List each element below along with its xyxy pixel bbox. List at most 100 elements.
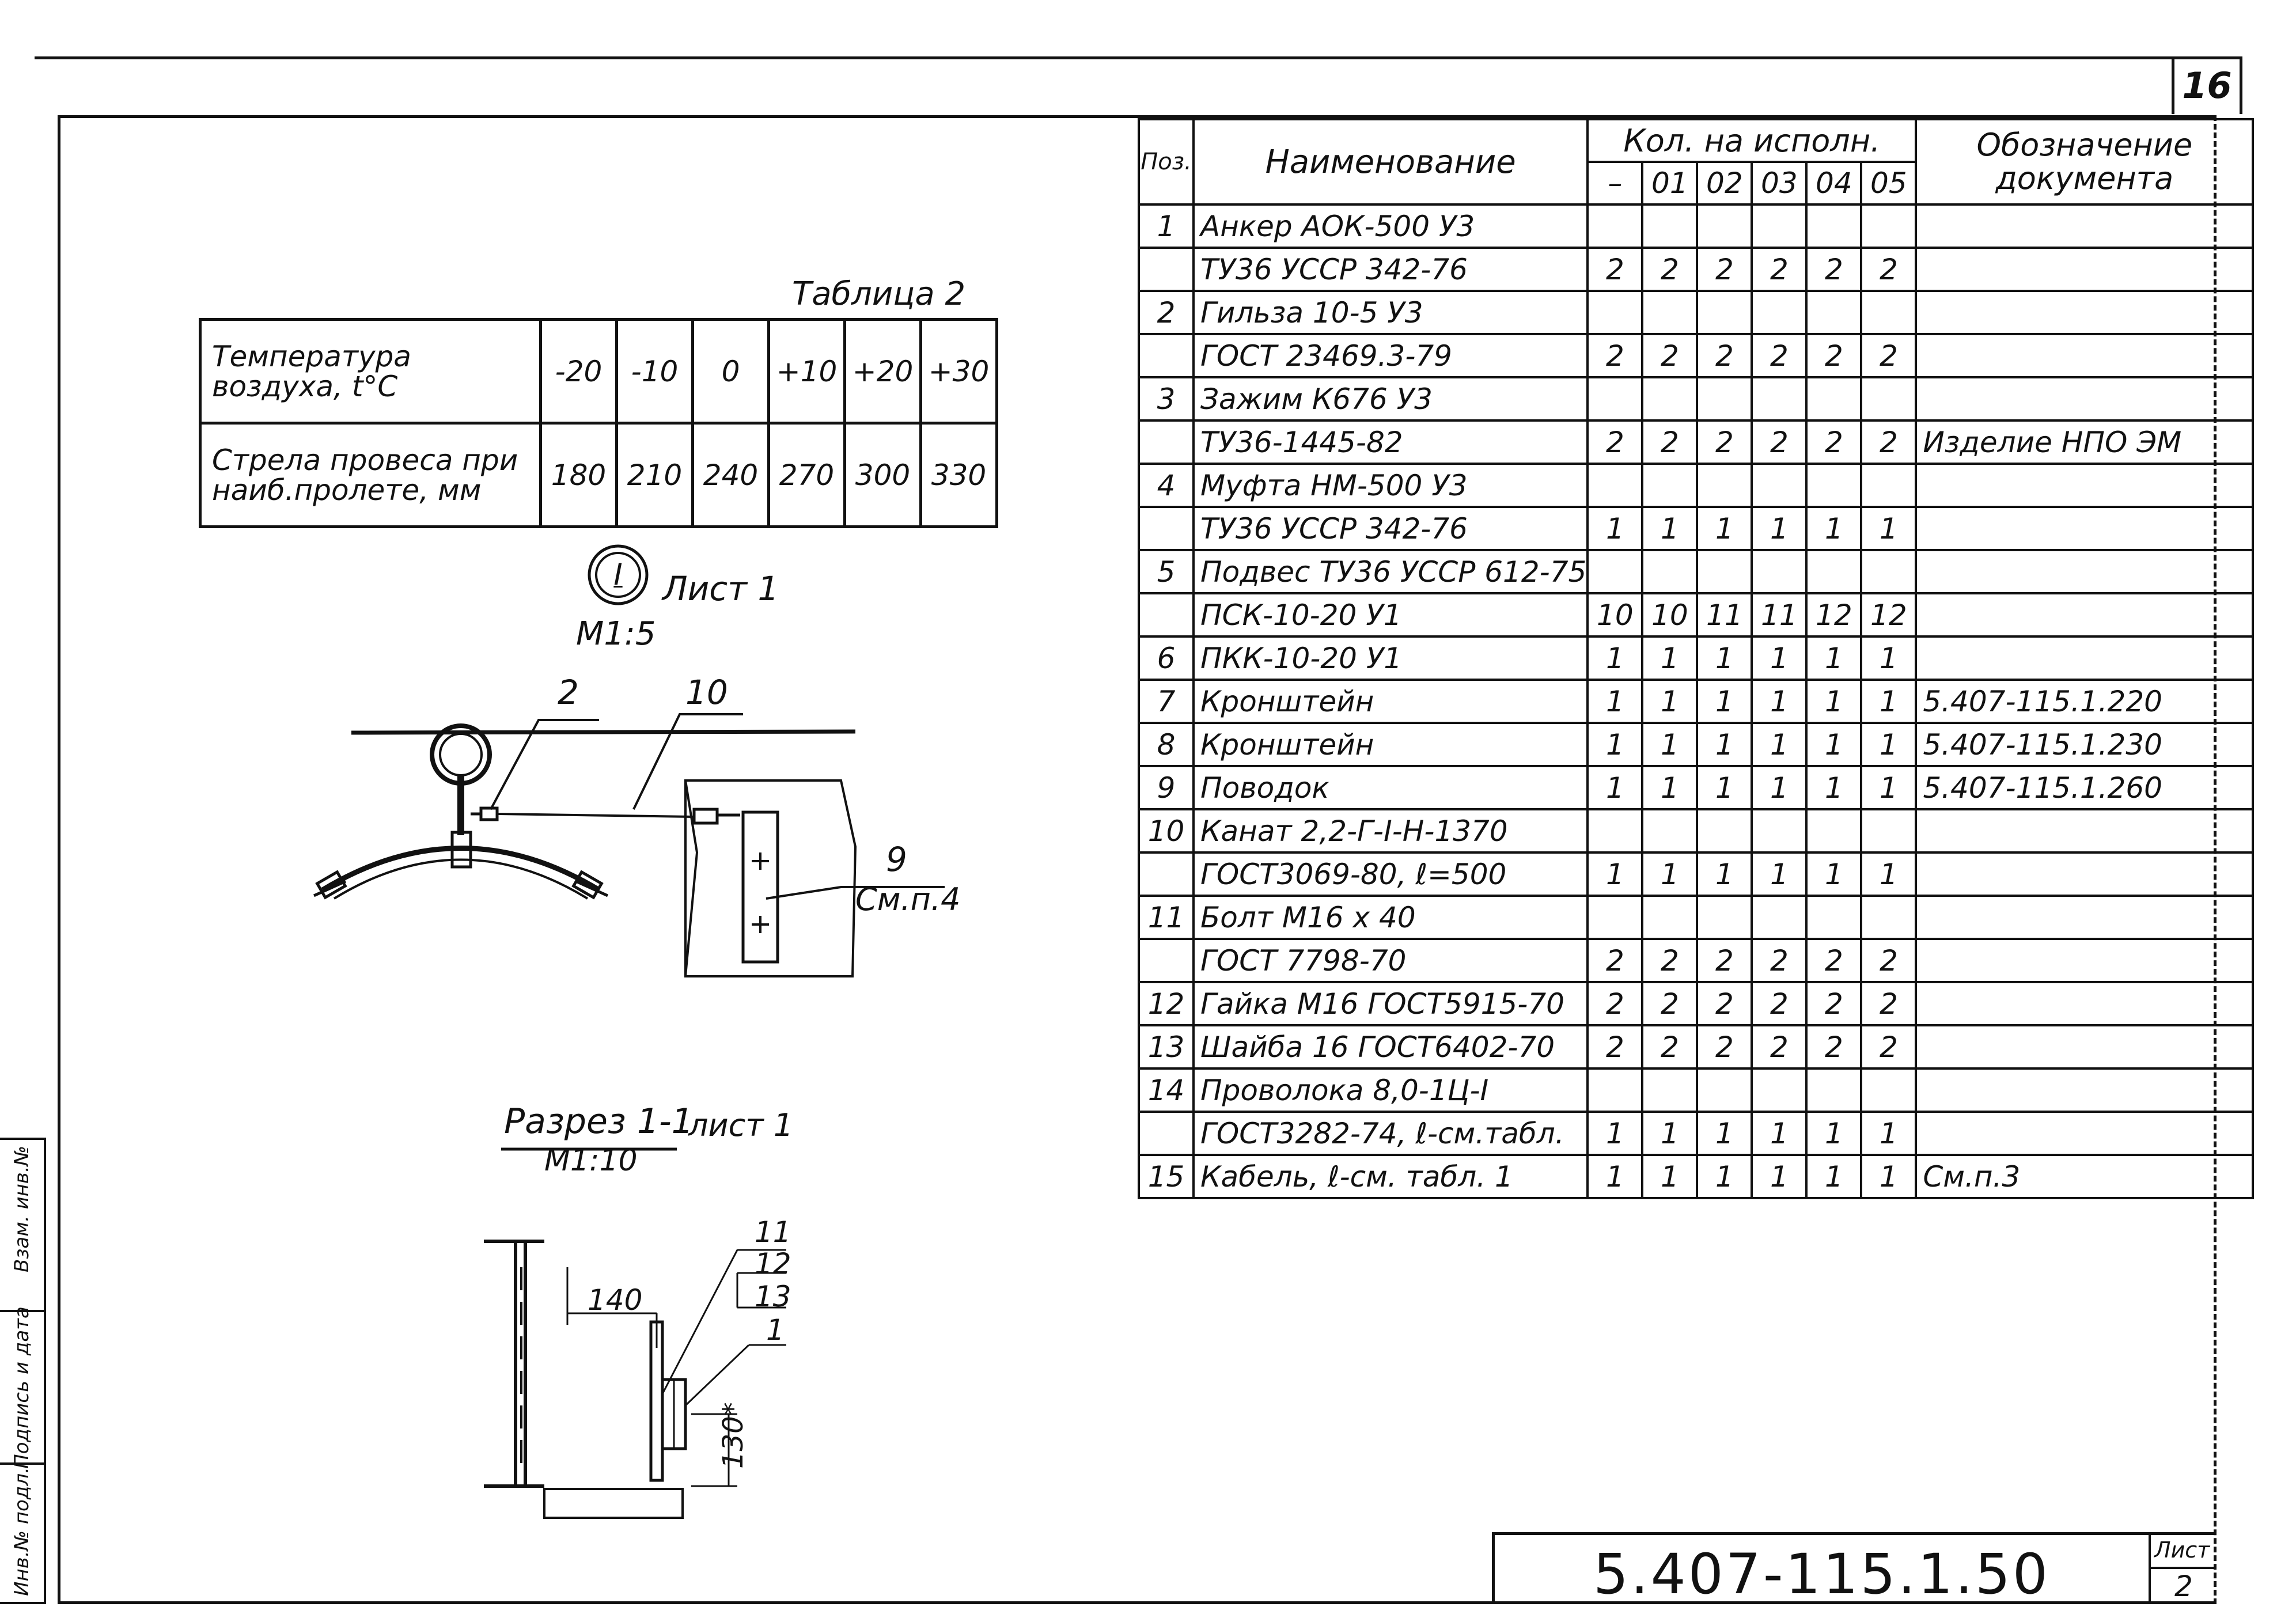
spec-name: Анкер АОК-500 У3 (1192, 203, 1589, 249)
spec-qty (1586, 549, 1644, 594)
spec-doc (1915, 333, 2255, 378)
spec-qty (1641, 808, 1699, 854)
spec-qty: 2 (1641, 981, 1699, 1026)
spec-qty (1751, 549, 1808, 594)
spec-qty: 2 (1696, 1024, 1753, 1070)
spec-pos: 7 (1138, 679, 1195, 724)
spec-doc: 5.407-115.1.220 (1915, 679, 2255, 724)
table2-cell: 180 (539, 422, 618, 528)
variant-header: 02 (1696, 161, 1753, 206)
view-marker-outer-circle (588, 544, 649, 605)
spec-qty: 1 (1586, 851, 1644, 897)
callout-9-note: См.п.4 (855, 881, 961, 918)
spec-doc (1915, 808, 2255, 854)
spec-name: ГОСТ3282-74, ℓ-см.табл. (1192, 1111, 1589, 1156)
table2-cell: 330 (919, 422, 998, 528)
leader-1 (684, 1344, 750, 1407)
spec-qty: 10 (1641, 592, 1699, 638)
spec-name: ТУ36-1445-82 (1192, 419, 1589, 465)
top-rule (35, 56, 2241, 59)
section-base (543, 1488, 684, 1519)
spec-qty (1586, 808, 1644, 854)
callout-9: 9 (886, 840, 907, 879)
spec-qty: 1 (1751, 679, 1808, 724)
spec-qty: 2 (1586, 333, 1644, 378)
spec-qty: 1 (1860, 1111, 1918, 1156)
spec-qty: 2 (1805, 419, 1863, 465)
spec-qty: 1 (1805, 1154, 1863, 1199)
spec-qty: 2 (1696, 419, 1753, 465)
table2-caption: Таблица 2 (792, 275, 966, 313)
spec-pos: 12 (1138, 981, 1195, 1026)
spec-qty: 1 (1696, 1111, 1753, 1156)
spec-qty: 2 (1805, 333, 1863, 378)
section-scale: М1:10 (544, 1143, 638, 1178)
table2: Температура воздуха, t°C -20 -10 0 +10 +… (199, 318, 998, 528)
spec-qty: 12 (1805, 592, 1863, 638)
sheet-label: Лист (2154, 1537, 2210, 1563)
spec-doc (1915, 506, 2255, 551)
table2-row1-header: Температура воздуха, t°C (199, 318, 542, 425)
spec-qty: 1 (1586, 1111, 1644, 1156)
table2-cell: 300 (843, 422, 922, 528)
dim-130: 130* (717, 1402, 749, 1469)
spec-name: ГОСТ3069-80, ℓ=500 (1192, 851, 1589, 897)
spec-qty: 1 (1586, 635, 1644, 681)
spec-qty (1696, 203, 1753, 249)
spec-qty: 2 (1696, 981, 1753, 1026)
spec-doc (1915, 592, 2255, 638)
spec-name: ПСК-10-20 У1 (1192, 592, 1589, 638)
messenger-wire (351, 729, 856, 735)
spec-qty (1586, 463, 1644, 508)
spec-qty: 2 (1641, 938, 1699, 983)
spec-qty (1696, 376, 1753, 422)
spec-qty: 2 (1860, 419, 1918, 465)
sheet-number: 16 (2182, 65, 2232, 107)
spec-qty: 1 (1696, 722, 1753, 767)
table2-cell: 270 (767, 422, 846, 528)
spec-pos (1138, 419, 1195, 465)
spec-doc (1915, 851, 2255, 897)
spec-qty (1805, 290, 1863, 335)
spec-qty (1805, 203, 1863, 249)
header-name: Наименование (1192, 118, 1589, 206)
variant-header: 05 (1860, 161, 1918, 206)
spec-qty: 1 (1751, 851, 1808, 897)
specification-table: Поз. Наименование Кол. на исполн. Обозна… (1138, 118, 2255, 1199)
spec-qty: 2 (1696, 333, 1753, 378)
spec-pos (1138, 247, 1195, 292)
spec-qty: 11 (1696, 592, 1753, 638)
spec-qty (1751, 808, 1808, 854)
table2-row-temperature: Температура воздуха, t°C -20 -10 0 +10 +… (199, 318, 998, 425)
spec-qty (1696, 549, 1753, 594)
spec-qty (1805, 1067, 1863, 1113)
spec-pos (1138, 851, 1195, 897)
spec-qty: 2 (1696, 938, 1753, 983)
spec-pos: 14 (1138, 1067, 1195, 1113)
spec-qty (1586, 290, 1644, 335)
spec-qty: 1 (1586, 679, 1644, 724)
dim-140: 140 (588, 1283, 643, 1317)
spec-qty: 1 (1641, 635, 1699, 681)
spec-qty: 2 (1751, 1024, 1808, 1070)
spec-name: ТУ36 УССР 342-76 (1192, 506, 1589, 551)
spec-qty (1696, 463, 1753, 508)
spec-qty: 1 (1860, 1154, 1918, 1199)
spec-qty (1586, 203, 1644, 249)
section-title: Разрез 1-1 (504, 1101, 694, 1142)
spec-qty: 2 (1586, 419, 1644, 465)
spec-qty: 1 (1696, 1154, 1753, 1199)
spec-qty: 1 (1805, 506, 1863, 551)
spec-qty: 1 (1751, 506, 1808, 551)
spec-qty (1751, 1067, 1808, 1113)
spec-pos: 6 (1138, 635, 1195, 681)
